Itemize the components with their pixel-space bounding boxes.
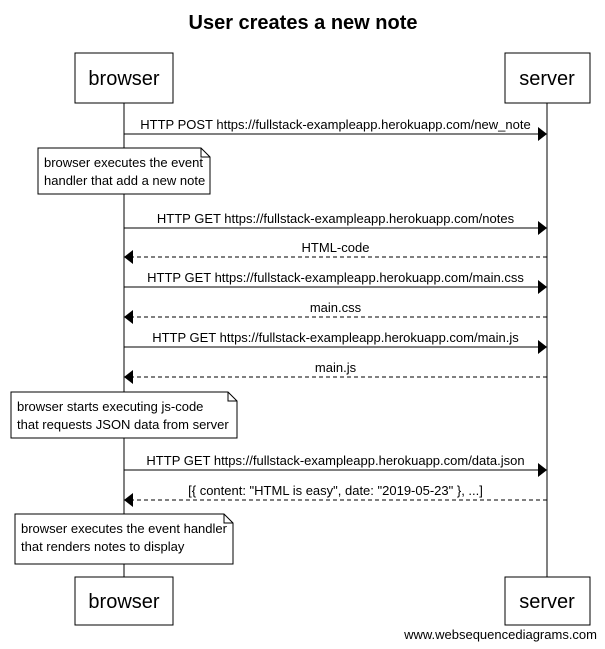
actor-browser-bottom: browser	[74, 576, 174, 626]
message-9: [{ content: "HTML is easy", date: "2019-…	[124, 483, 547, 507]
note-text-line: browser executes the event handler	[21, 521, 228, 536]
message-label: HTTP GET https://fullstack-exampleapp.he…	[152, 330, 519, 345]
note-text-line: that requests JSON data from server	[17, 417, 229, 432]
arrowhead	[124, 493, 133, 507]
actor-label: browser	[88, 68, 159, 90]
actor-box	[504, 576, 591, 626]
note-1: browser executes the event handler that a…	[37, 147, 211, 195]
actor-label: server	[519, 68, 575, 90]
actor-server-bottom: server	[504, 576, 591, 626]
message-label: HTTP POST https://fullstack-exampleapp.h…	[140, 117, 530, 132]
actor-box	[504, 52, 591, 104]
note-text-line: browser starts executing js-code	[17, 399, 203, 414]
message-label: HTTP GET https://fullstack-exampleapp.he…	[147, 270, 524, 285]
message-6: HTTP GET https://fullstack-exampleapp.he…	[124, 330, 547, 354]
note-2: browser starts executing js-code that req…	[10, 391, 238, 439]
arrowhead	[538, 340, 547, 354]
note-box	[10, 391, 238, 439]
messages: HTTP POST https://fullstack-exampleapp.h…	[124, 117, 547, 507]
message-2: HTTP GET https://fullstack-exampleapp.he…	[124, 211, 547, 235]
message-label: main.css	[310, 300, 362, 315]
message-7: main.js	[124, 360, 547, 384]
message-5: main.css	[124, 300, 547, 324]
message-1: HTTP POST https://fullstack-exampleapp.h…	[124, 117, 547, 141]
message-label: HTML-code	[302, 240, 370, 255]
note-box	[14, 513, 234, 565]
arrowhead	[538, 127, 547, 141]
actor-box	[74, 576, 174, 626]
notes: browser executes the event handler that a…	[10, 147, 238, 565]
note-text-line: handler that add a new note	[44, 173, 205, 188]
note-fold	[200, 148, 210, 158]
message-label: main.js	[315, 360, 357, 375]
message-3: HTML-code	[124, 240, 547, 264]
arrowhead	[124, 250, 133, 264]
arrowhead	[538, 221, 547, 235]
actor-label: browser	[88, 591, 159, 613]
footer-credit: www.websequencediagrams.com	[403, 627, 597, 642]
arrowhead	[538, 463, 547, 477]
message-4: HTTP GET https://fullstack-exampleapp.he…	[124, 270, 547, 294]
arrowhead	[124, 310, 133, 324]
note-box	[37, 147, 211, 195]
note-3: browser executes the event handler that r…	[14, 513, 234, 565]
arrowhead	[538, 280, 547, 294]
diagram-title: User creates a new note	[189, 12, 418, 34]
message-label: HTTP GET https://fullstack-exampleapp.he…	[157, 211, 515, 226]
note-fold	[223, 514, 233, 524]
note-text-line: browser executes the event	[44, 155, 203, 170]
actor-box	[74, 52, 174, 104]
message-label: [{ content: "HTML is easy", date: "2019-…	[188, 483, 483, 498]
arrowhead	[124, 370, 133, 384]
actor-browser-top: browser	[74, 52, 174, 104]
note-fold	[227, 392, 237, 402]
message-label: HTTP GET https://fullstack-exampleapp.he…	[146, 453, 524, 468]
message-8: HTTP GET https://fullstack-exampleapp.he…	[124, 453, 547, 477]
actor-server-top: server	[504, 52, 591, 104]
note-text-line: that renders notes to display	[21, 539, 185, 554]
actor-label: server	[519, 591, 575, 613]
